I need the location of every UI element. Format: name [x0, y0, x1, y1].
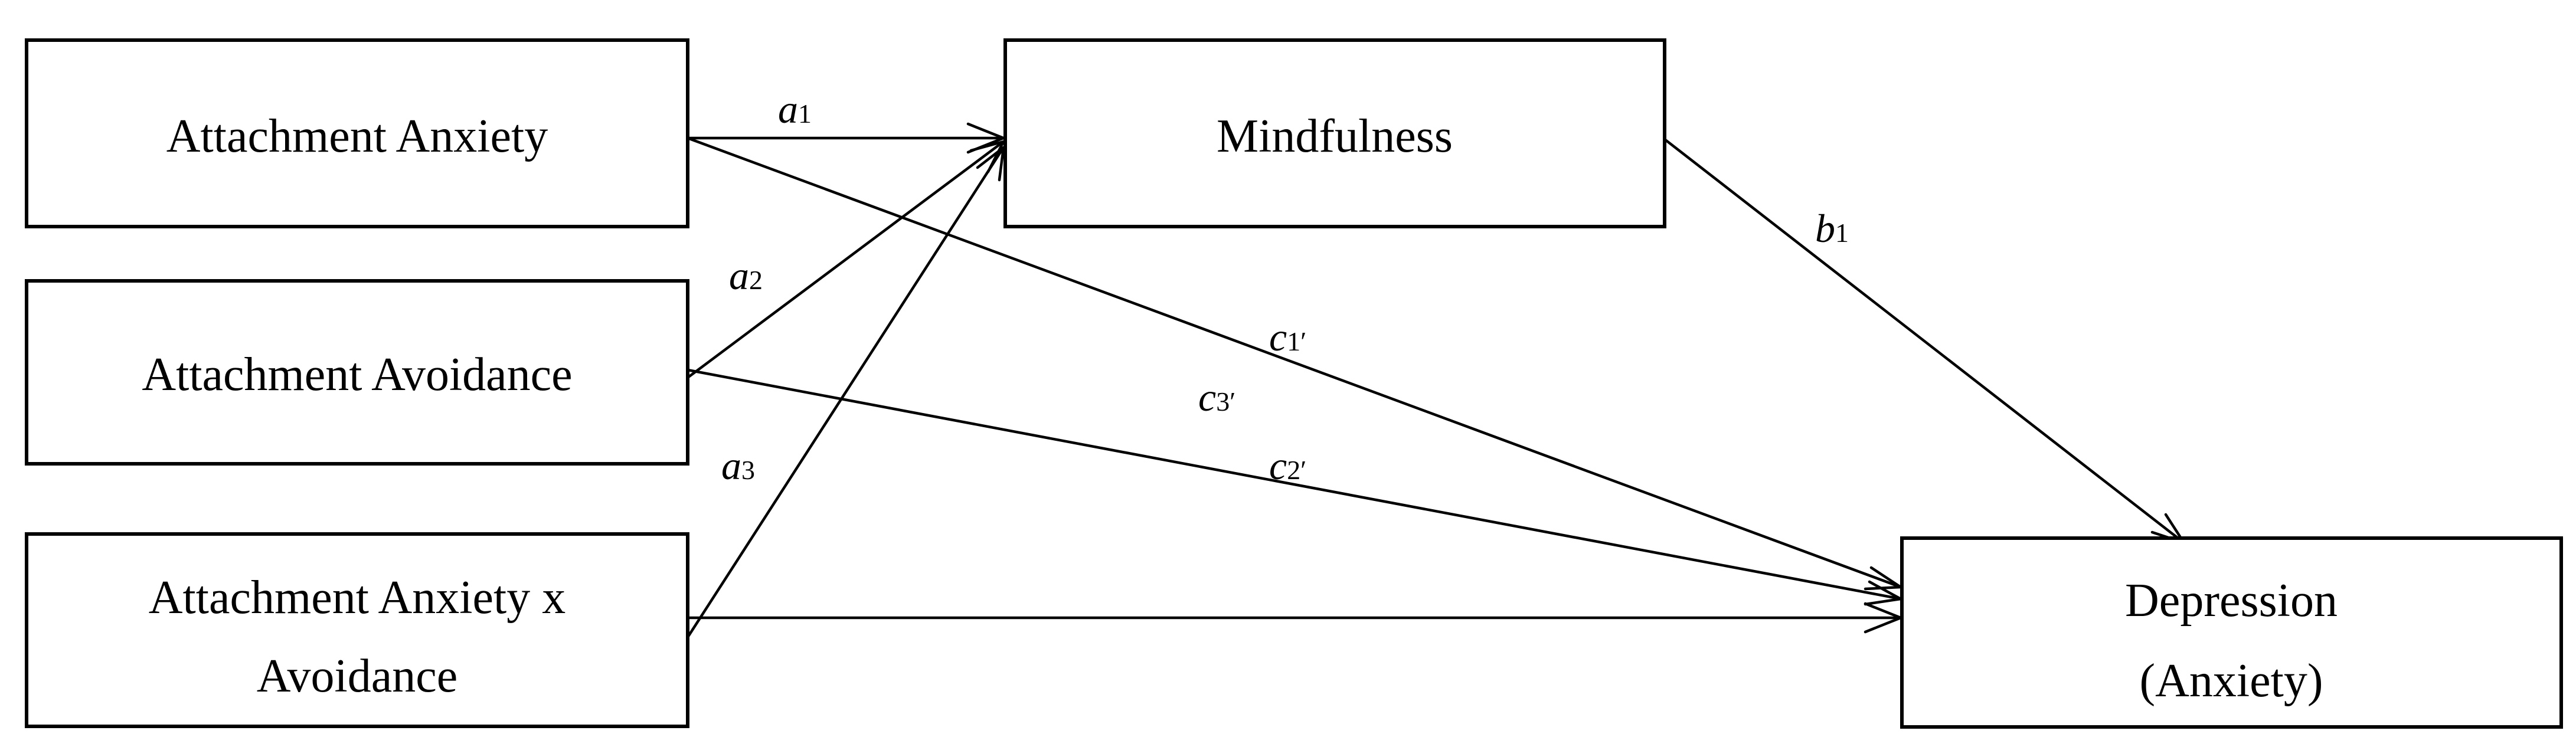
edge-a2 — [687, 140, 1005, 379]
edge-c1p — [687, 136, 1901, 589]
node-interaction: Attachment Anxiety x Avoidance — [25, 532, 689, 728]
label-attachment-anxiety: Attachment Anxiety — [166, 110, 548, 162]
edges — [687, 136, 2185, 638]
path-label-c3p: c3′ — [1198, 375, 1235, 420]
label-interaction-line-2: Avoidance — [257, 650, 458, 702]
box-mindfulness — [1003, 38, 1666, 228]
node-depression: Depression (Anxiety) — [1900, 536, 2563, 729]
box-attachment-anxiety — [25, 38, 689, 228]
label-mindfulness: Mindfulness — [1217, 110, 1453, 162]
label-interaction-line-1: Attachment Anxiety x — [149, 572, 566, 624]
node-mindfulness: Mindfulness — [1003, 38, 1666, 228]
path-label-c1p: c1′ — [1269, 314, 1306, 359]
path-labels: a1 a2 a3 b1 c1′ c3′ c2′ — [721, 87, 1849, 488]
node-attachment-anxiety: Attachment Anxiety — [25, 38, 689, 228]
node-attachment-avoidance: Attachment Avoidance — [25, 279, 689, 466]
edge-a3 — [687, 146, 1005, 638]
label-attachment-avoidance: Attachment Avoidance — [142, 349, 572, 401]
edge-b1 — [1663, 138, 2185, 544]
box-depression — [1900, 536, 2563, 729]
path-label-a3: a3 — [721, 443, 755, 488]
edge-c2p — [687, 368, 1901, 601]
label-depression-line-1: Depression — [2125, 575, 2338, 627]
path-label-a2: a2 — [729, 253, 763, 298]
box-attachment-avoidance — [25, 279, 689, 466]
path-label-b1: b1 — [1815, 206, 1849, 251]
path-label-a1: a1 — [778, 87, 812, 132]
label-depression-line-2: (Anxiety) — [2139, 655, 2323, 707]
box-interaction — [25, 532, 689, 728]
path-label-c2p: c2′ — [1269, 443, 1306, 488]
